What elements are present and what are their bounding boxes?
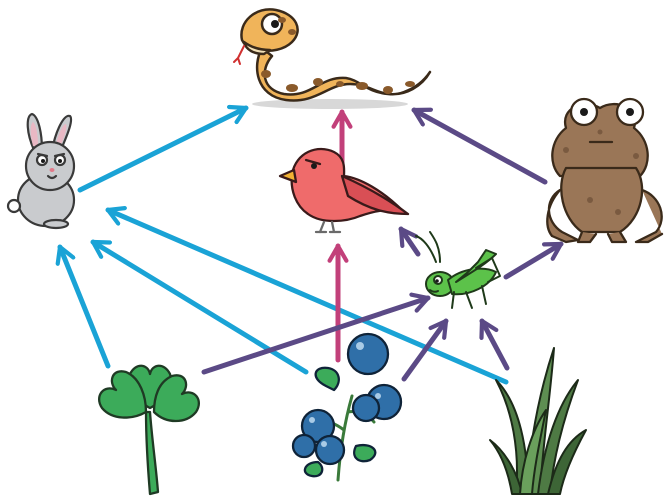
arrow-clover-to-grasshopper	[201, 292, 431, 375]
arrow-grass-to-grasshopper	[479, 318, 510, 371]
arrow-blueberries-to-rabbit	[90, 239, 309, 375]
grass-icon	[489, 347, 587, 495]
clover-icon	[97, 364, 201, 496]
arrow-clover-to-rabbit	[55, 244, 111, 369]
grasshopper-icon	[415, 231, 501, 309]
arrow-grass-to-rabbit	[105, 206, 509, 385]
arrow-grasshopper-to-toad	[503, 241, 564, 280]
blueberry-icon	[291, 332, 403, 482]
arrow-grasshopper-to-bird	[398, 226, 421, 257]
snake-icon	[233, 8, 432, 109]
arrow-blueberries-to-grasshopper	[401, 318, 449, 382]
rabbit-icon	[6, 112, 76, 230]
arrow-rabbit-to-snake	[77, 104, 249, 193]
arrow-toad-to-snake	[411, 107, 548, 185]
bird-icon	[278, 147, 410, 234]
toad-icon	[546, 97, 664, 244]
arrows	[55, 104, 564, 385]
